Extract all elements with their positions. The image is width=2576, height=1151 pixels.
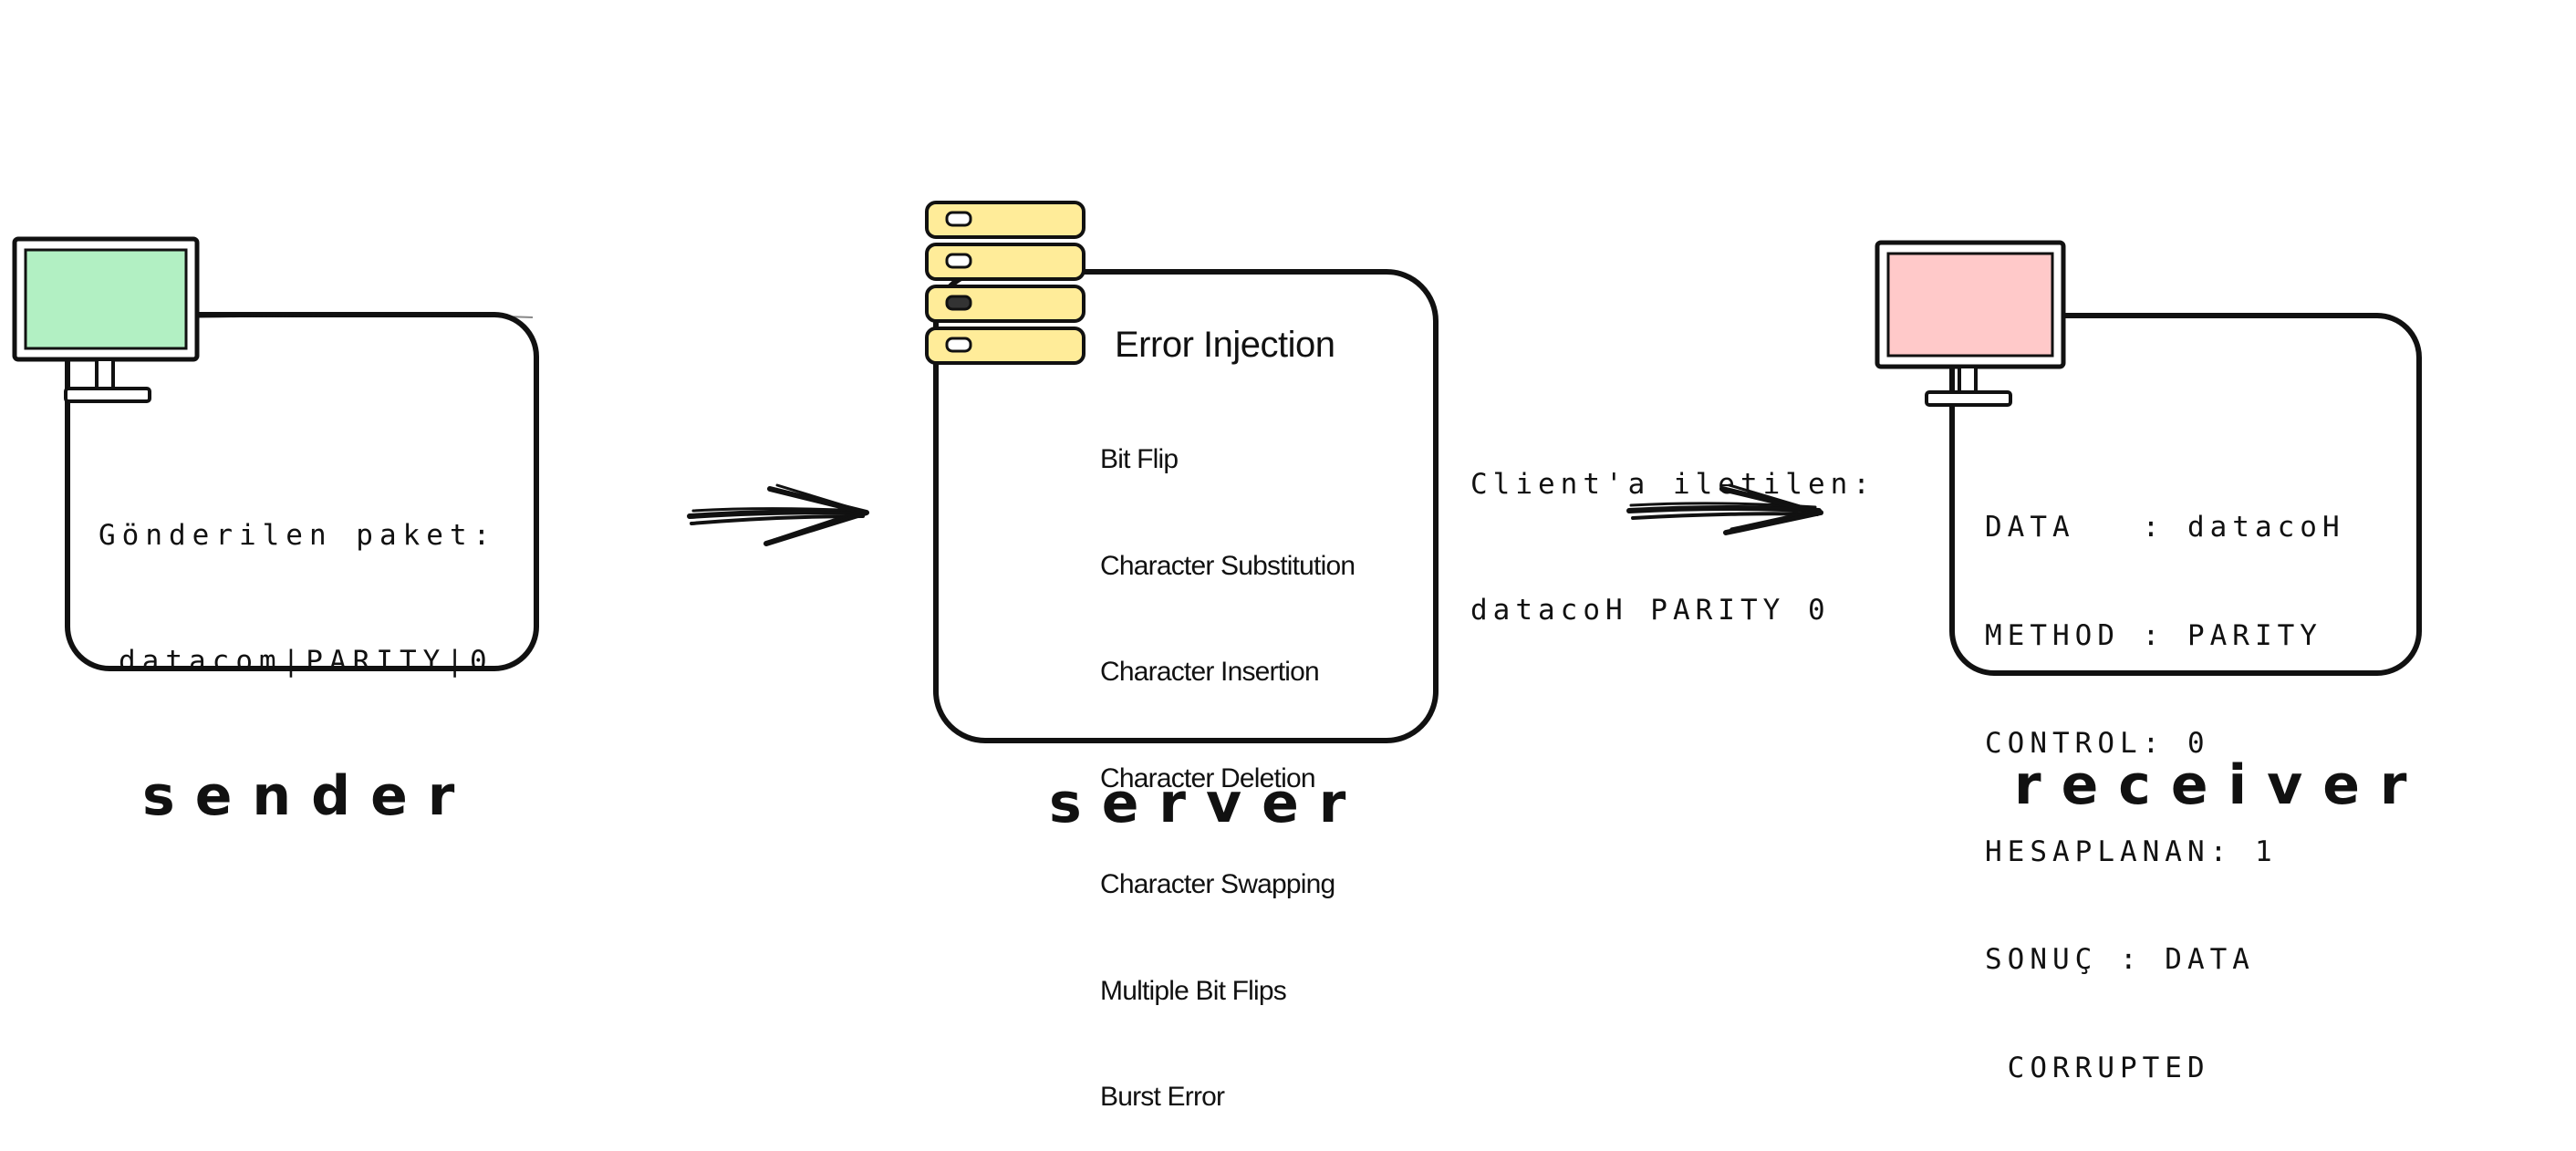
receiver-label: receiver [2014,753,2427,817]
receiver-report-line: CONTROL: 0 [1985,727,2210,760]
error-injection-title: Error Injection [1115,325,1335,365]
server-rack-icon [925,201,1085,365]
sender-packet-value: datacom|PARITY|0 [119,645,493,678]
sender-packet-text: Gönderilen paket: datacom|PARITY|0 [99,430,496,724]
diagram-canvas [12,201,2422,743]
error-method-item: Character Swapping [1100,869,1335,899]
error-method-item: Bit Flip [1100,444,1179,474]
relay-text: Client'a iletilen: datacoH PARITY 0 [1470,379,1875,673]
receiver-report-line: CORRUPTED [1985,1051,2210,1084]
error-method-list: Bit Flip Character Substitution Characte… [1100,376,1356,1151]
relay-heading: Client'a iletilen: [1470,468,1875,501]
monitor-icon [1875,240,2066,407]
server-node [933,269,1439,743]
monitor-icon [12,236,200,403]
error-method-item: Character Deletion [1100,762,1316,793]
relay-value: datacoH PARITY 0 [1470,594,1831,627]
sender-label: sender [142,764,475,828]
error-method-item: Burst Error [1100,1082,1225,1112]
sender-box [65,312,539,671]
server-label: server [1049,772,1366,835]
sender-packet-heading: Gönderilen paket: [99,519,497,552]
receiver-report-line: METHOD : PARITY [1985,618,2322,652]
arrow-icon [1626,483,1823,535]
receiver-report-line: HESAPLANAN: 1 [1985,835,2278,868]
error-method-item: Multiple Bit Flips [1100,975,1287,1006]
arrow-icon [687,483,869,546]
receiver-node [1949,313,2422,676]
receiver-box [1949,313,2422,676]
server-box [933,269,1439,743]
receiver-report-line: SONUÇ : DATA [1985,943,2255,976]
receiver-report-line: DATA : datacoH [1985,511,2345,544]
error-method-item: Character Substitution [1100,550,1356,581]
receiver-report: DATA : datacoH METHOD : PARITY CONTROL: … [1985,438,2345,1123]
error-method-item: Character Insertion [1100,657,1320,687]
